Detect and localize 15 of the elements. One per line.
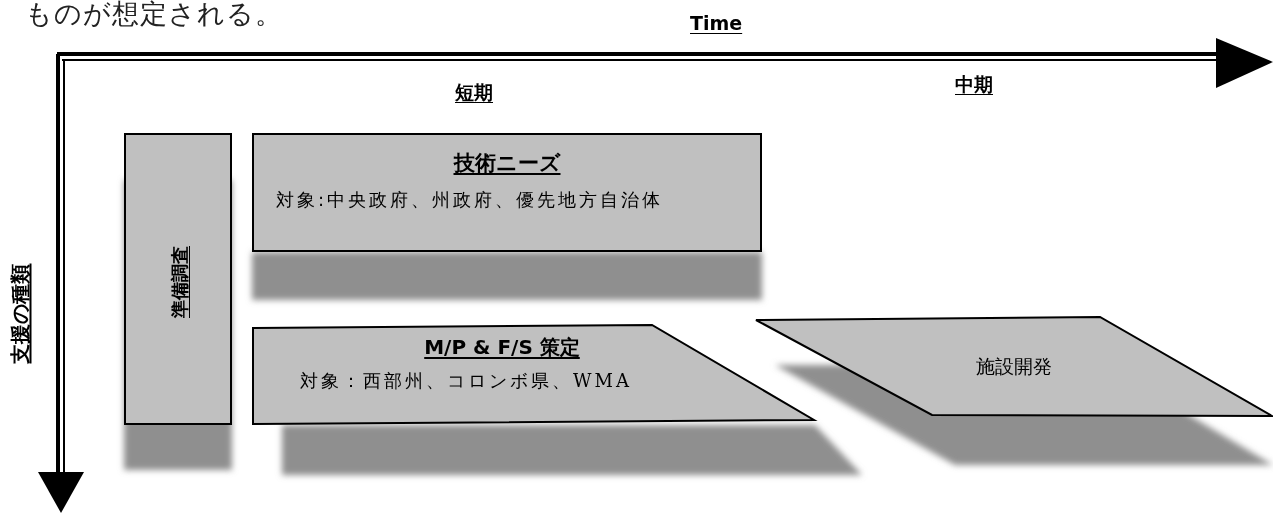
box-heading: 技術ニーズ bbox=[452, 150, 562, 177]
axis-label: Time bbox=[690, 12, 743, 34]
period-label: 短期 bbox=[455, 80, 493, 105]
trapezoid-box bbox=[755, 316, 1273, 417]
period-label: 中期 bbox=[955, 72, 993, 97]
box-heading: M/P & F/S 策定 bbox=[423, 334, 581, 361]
process-box bbox=[124, 133, 232, 425]
box-text: 対象：西部州、コロンボ県、WMA bbox=[300, 369, 632, 393]
axis-label: 支援の種類 bbox=[6, 262, 33, 366]
body-text: ものが想定される。 bbox=[25, 0, 283, 31]
trapezoid-box bbox=[252, 324, 815, 425]
process-box bbox=[252, 133, 762, 252]
box-text: 対象:中央政府、州政府、優先地方自治体 bbox=[276, 188, 665, 212]
box-heading: 準備調査 bbox=[168, 245, 191, 320]
box-text: 施設開発 bbox=[975, 354, 1053, 379]
